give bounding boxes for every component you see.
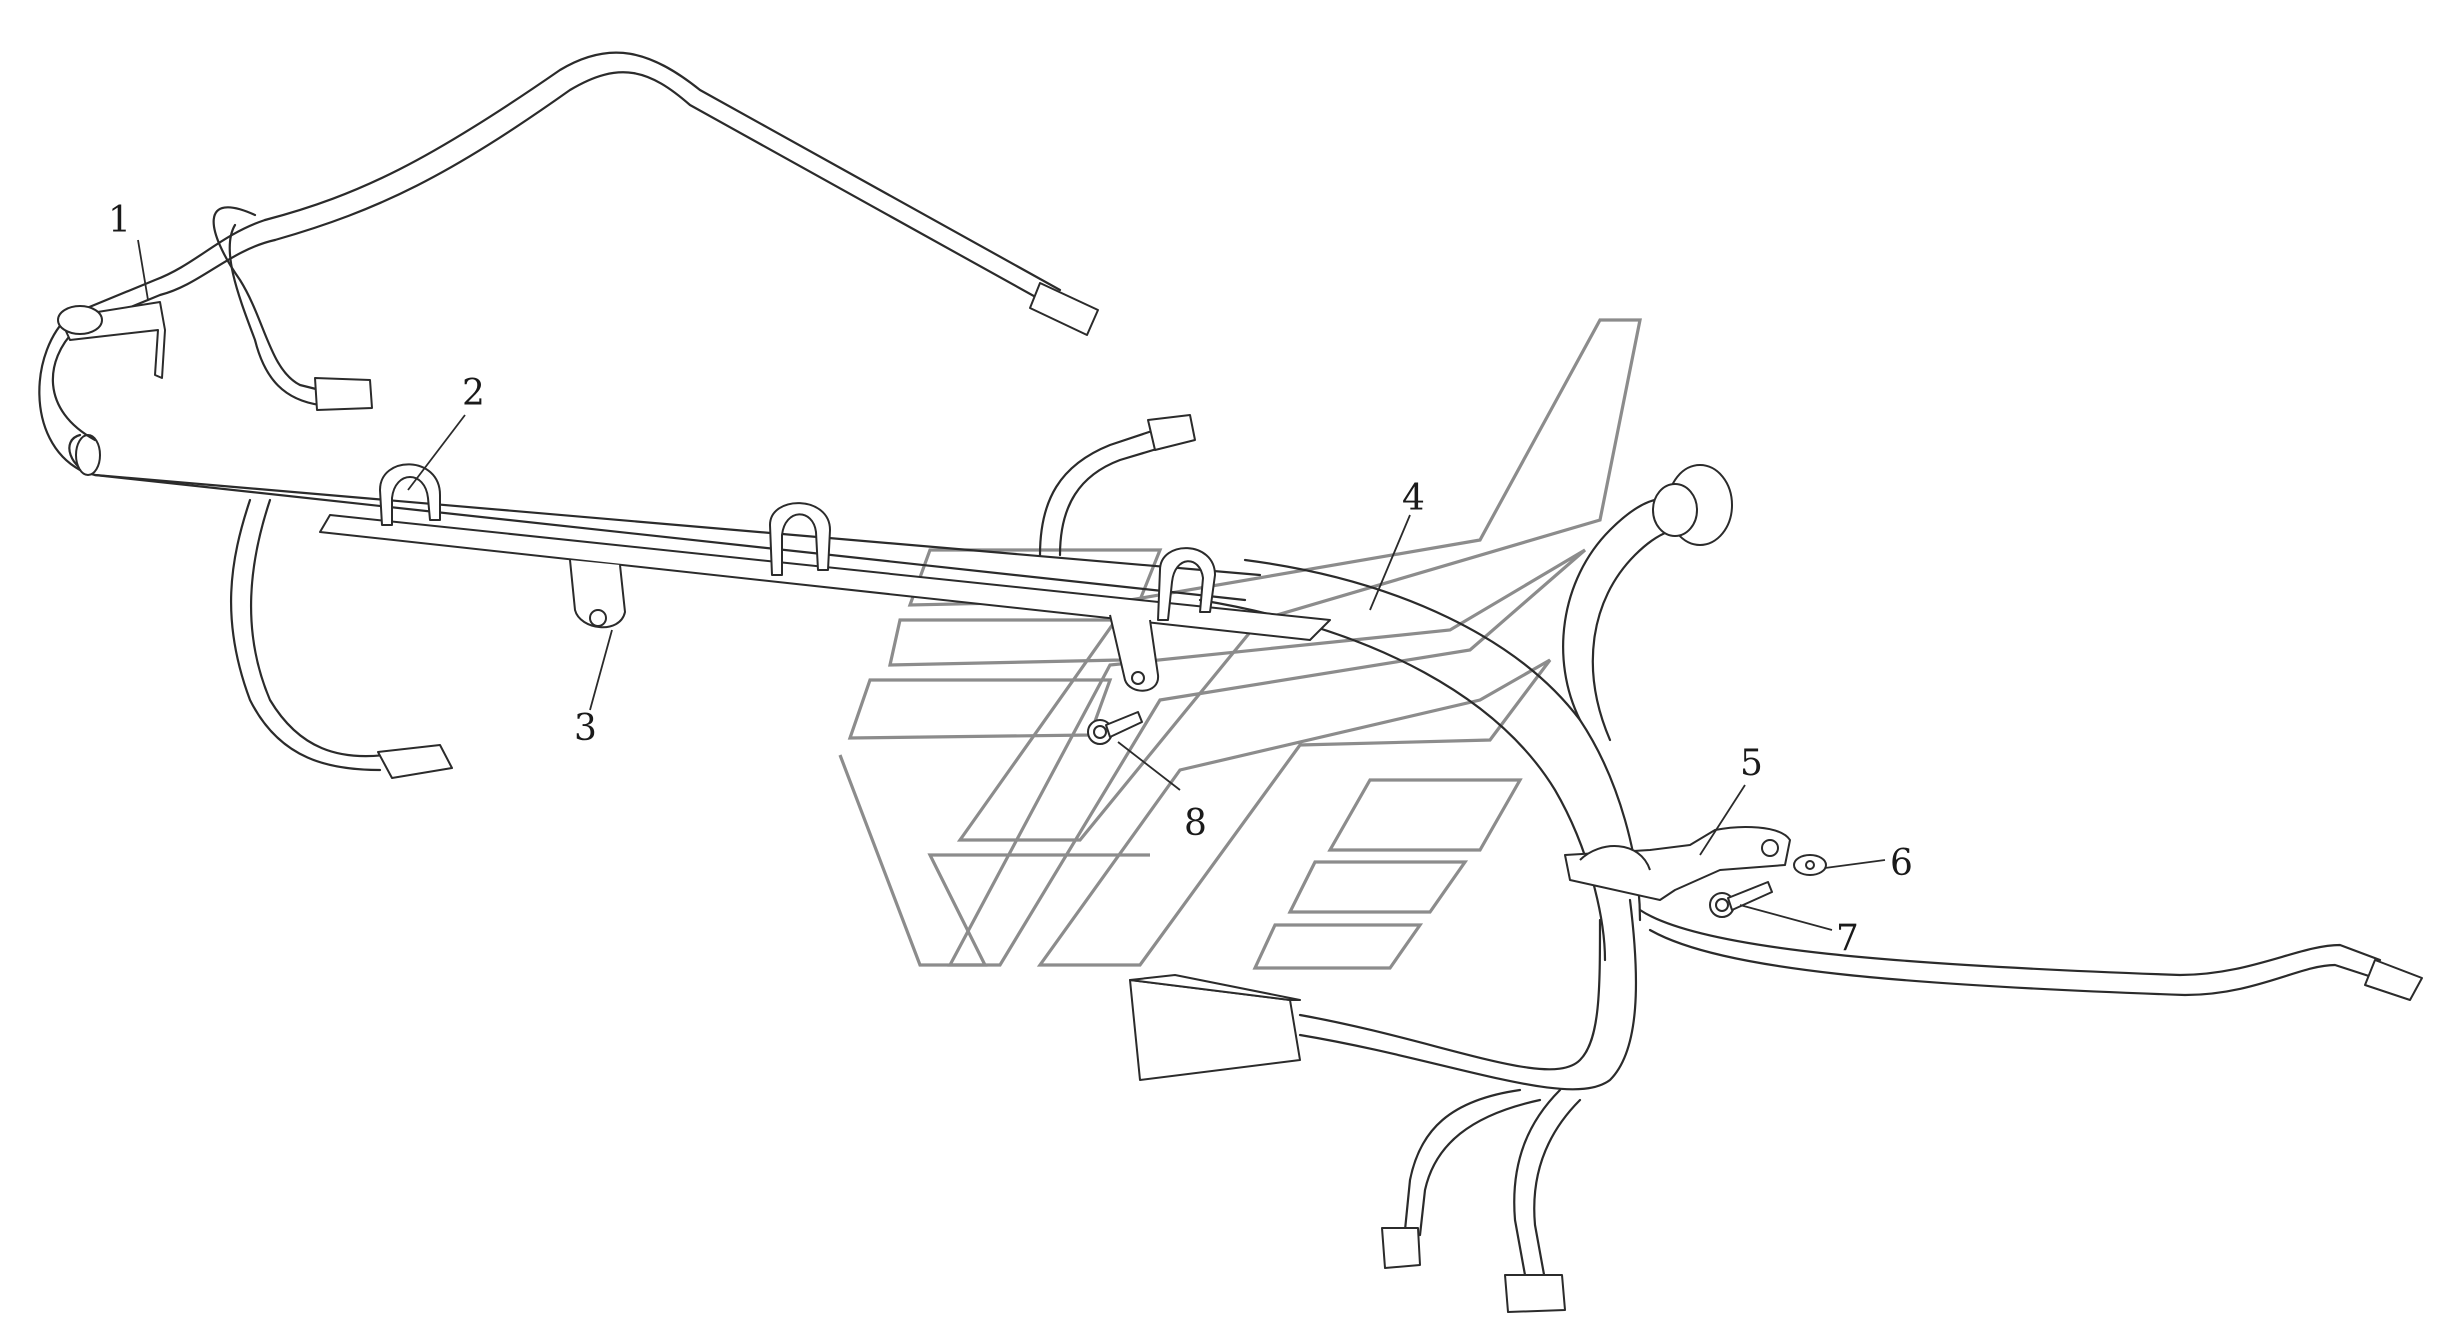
callout-5: 5 [1740, 743, 1763, 784]
upper-middle-branch [1038, 414, 1196, 557]
callout-2: 2 [462, 373, 485, 414]
leader-lines [137, 239, 1886, 931]
bolt-8 [1087, 711, 1143, 745]
clip-1 [57, 301, 166, 379]
callout-7: 7 [1836, 918, 1859, 959]
right-branch [1638, 908, 2423, 1001]
watermark-logo [838, 318, 1642, 970]
lower-left-branch [229, 498, 453, 779]
callout-6: 6 [1890, 843, 1913, 884]
callout-labels: 1 2 3 4 5 6 7 8 [108, 200, 1913, 959]
callout-3: 3 [574, 708, 597, 749]
upper-left-branch [38, 51, 1099, 472]
lower-branches [1129, 898, 1638, 1313]
callout-1: 1 [108, 200, 131, 241]
bracket-5 [1564, 826, 1791, 901]
callout-8: 8 [1184, 803, 1207, 844]
nut-6 [1793, 854, 1827, 876]
bracket-rail [319, 514, 1331, 692]
bolt-7 [1709, 881, 1773, 918]
callout-4: 4 [1402, 478, 1425, 519]
main-trunk [68, 433, 1642, 962]
right-loop [1562, 464, 1733, 742]
trunk-clips [379, 463, 1216, 621]
